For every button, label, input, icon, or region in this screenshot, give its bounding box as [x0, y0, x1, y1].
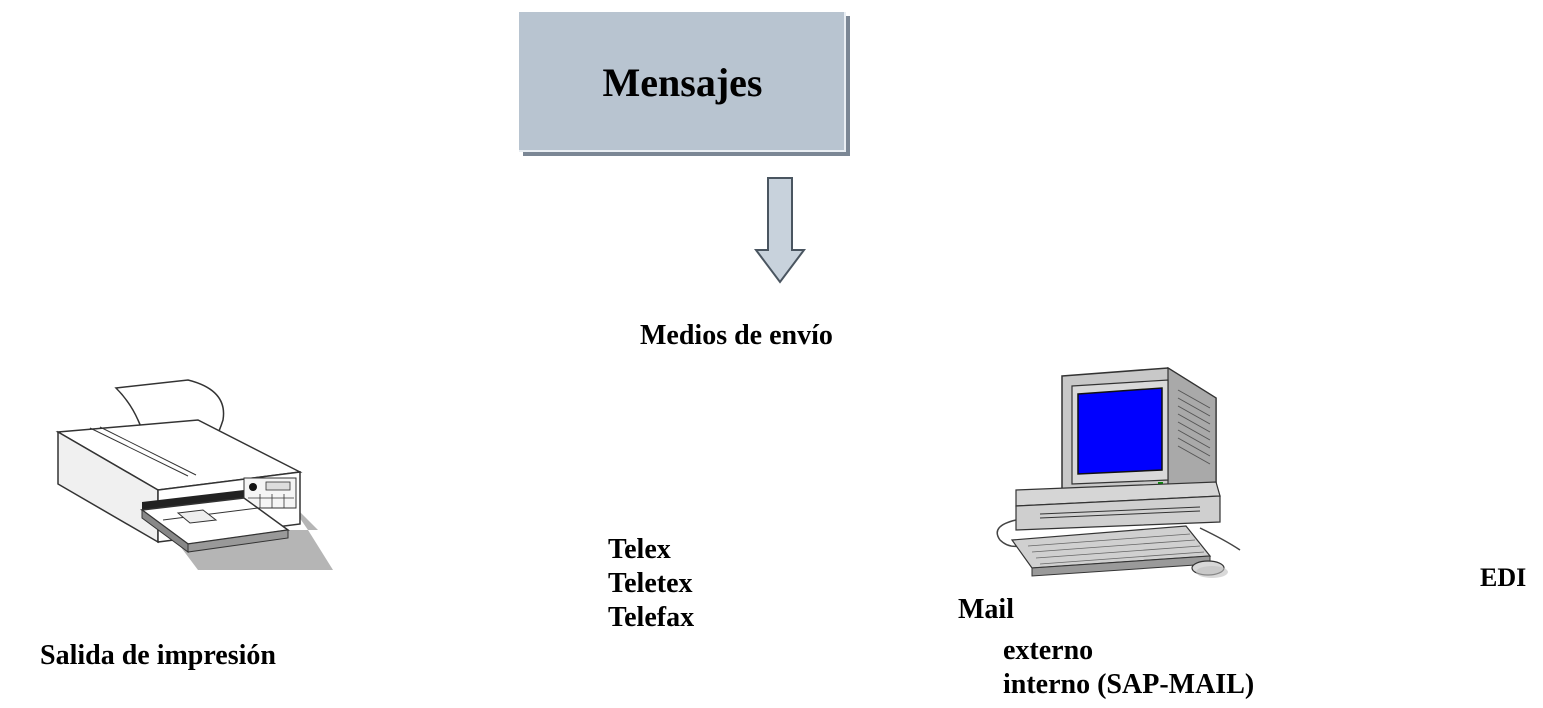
telecom-list: Telex Teletex Telefax	[608, 533, 694, 635]
edi-label: EDI	[1480, 563, 1527, 592]
printer-icon	[55, 379, 333, 570]
list-item: Telex	[608, 534, 671, 565]
subtitle: Medios de envío	[640, 320, 833, 351]
computer-icon	[996, 366, 1241, 578]
title-box: Mensajes	[519, 12, 846, 152]
print-output-label: Salida de impresión	[40, 640, 276, 671]
list-item: Telefax	[608, 602, 695, 633]
list-item: interno (SAP-MAIL)	[1003, 669, 1255, 700]
down-arrow-icon	[754, 177, 806, 284]
mail-list: externo interno (SAP-MAIL)	[1003, 634, 1254, 702]
list-item: Teletex	[608, 568, 693, 599]
list-item: externo	[1003, 635, 1094, 666]
mail-label: Mail	[958, 594, 1014, 625]
title: Mensajes	[602, 59, 763, 105]
